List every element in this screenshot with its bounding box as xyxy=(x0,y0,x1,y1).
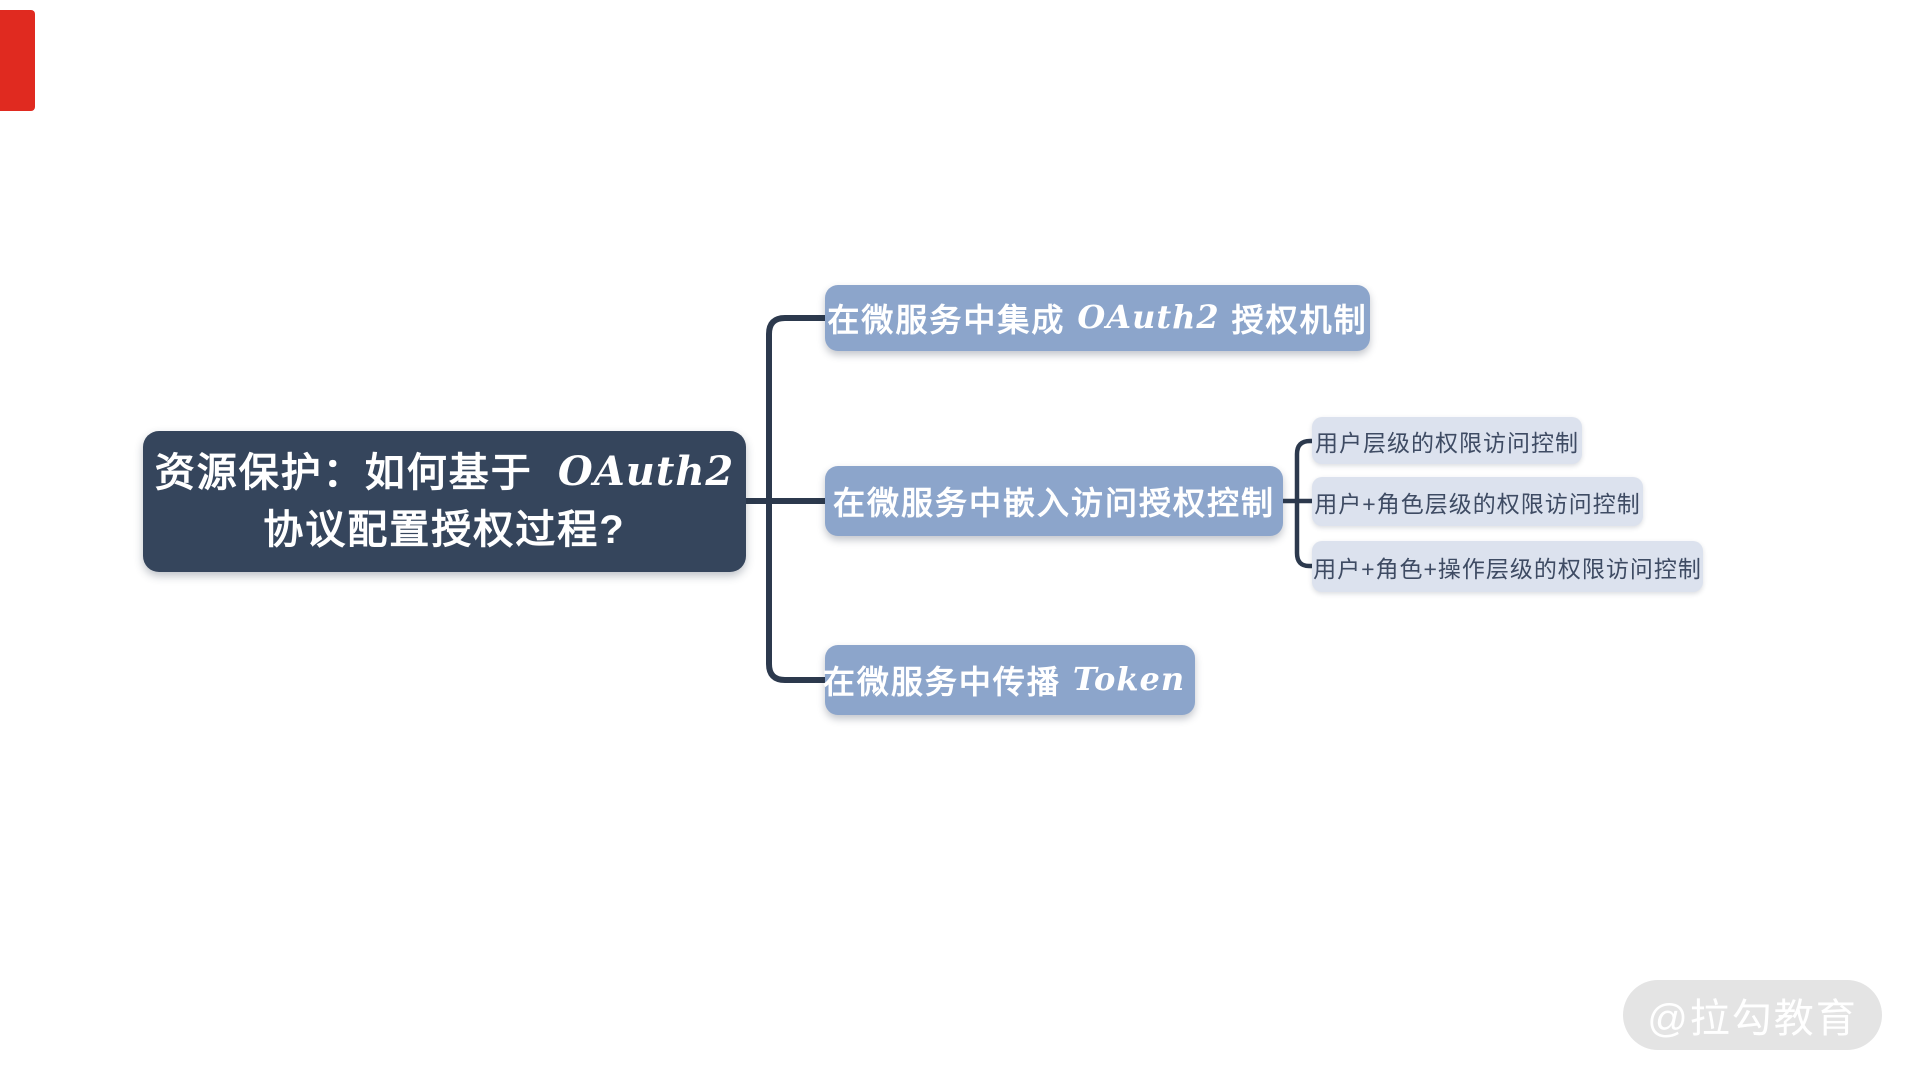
branch-node-propagate-token: 在微服务中传播 Token xyxy=(822,645,1195,715)
root-node: 资源保护：如何基于 OAuth2 协议配置授权过程? xyxy=(143,431,746,572)
root-title-line1-latin: OAuth2 xyxy=(557,448,735,495)
leaf3-label: 用户+角色+操作层级的权限访问控制 xyxy=(1313,555,1702,582)
branch-node-integrate-oauth2: 在微服务中集成 OAuth2 授权机制 xyxy=(825,285,1370,351)
red-ribbon xyxy=(0,10,35,111)
watermark-label: @拉勾教育 xyxy=(1647,997,1858,1041)
sub-trunk-connector xyxy=(1294,438,1315,569)
main-trunk-connector xyxy=(766,315,828,683)
root-title-line1: 资源保护：如何基于 OAuth2 xyxy=(155,444,734,502)
leaf-node-user-role-operation-level: 用户+角色+操作层级的权限访问控制 xyxy=(1312,541,1703,592)
root-title-line2: 协议配置授权过程? xyxy=(263,508,626,552)
leaf2-label: 用户+角色层级的权限访问控制 xyxy=(1314,490,1641,517)
branch-node-embed-access-control: 在微服务中嵌入访问授权控制 xyxy=(825,466,1283,536)
branch3-label-prefix: 在微服务中传播 xyxy=(822,664,1061,700)
leaf-node-user-level: 用户层级的权限访问控制 xyxy=(1312,417,1582,464)
branch1-label-latin: OAuth2 xyxy=(1077,298,1220,336)
branch2-label: 在微服务中嵌入访问授权控制 xyxy=(832,485,1275,521)
root-title-line1-cjk: 资源保护：如何基于 xyxy=(154,451,533,495)
leaf1-label: 用户层级的权限访问控制 xyxy=(1315,429,1579,456)
leaf-node-user-role-level: 用户+角色层级的权限访问控制 xyxy=(1312,477,1643,526)
branch1-label-suffix: 授权机制 xyxy=(1231,302,1368,338)
branch1-label-prefix: 在微服务中集成 xyxy=(827,302,1066,338)
watermark-badge: @拉勾教育 xyxy=(1623,980,1882,1050)
branch3-label-latin: Token xyxy=(1072,660,1186,698)
